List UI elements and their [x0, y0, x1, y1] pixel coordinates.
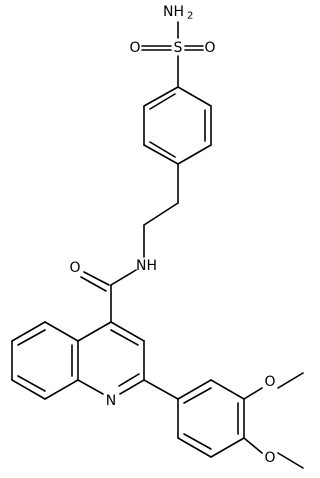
bond-q-1-inner [110, 329, 139, 346]
sulfonamide-nh2-label: NH [163, 4, 184, 20]
bond-b-4 [11, 379, 46, 400]
bond-q-1 [110, 321, 145, 342]
bond-b-2-inner [17, 329, 46, 346]
bond-b-2 [11, 321, 46, 342]
bond-ring-a-inner-2 [149, 141, 176, 158]
bond-nh-co [110, 269, 137, 286]
bonds [11, 21, 304, 469]
amide-nh-label: NH [136, 258, 157, 274]
bond-b-1 [44, 321, 79, 342]
bond-ring-a-3 [177, 144, 212, 165]
bond-ring-b-4 [210, 437, 245, 458]
sulfonyl-oxygen-left-label: O [129, 40, 140, 56]
sulfonyl-oxygen-right-label: O [204, 40, 215, 56]
methoxy-oxygen-top-label: O [264, 374, 275, 390]
bond-b-4-inner [17, 375, 46, 392]
bond-q-4 [77, 379, 104, 395]
bond-ring-b-2 [210, 379, 245, 400]
bond-aryl-o-bottom [243, 437, 263, 454]
amide-oxygen-label: O [69, 260, 80, 276]
bond-q-3-inner [118, 373, 140, 387]
methoxy-oxygen-bottom-label: O [264, 450, 275, 466]
bond-ring-a-inner-3 [149, 93, 176, 110]
bond-ch2-ch2 [143, 202, 179, 226]
bond-c-o-double [80, 276, 107, 292]
bond-ring-b-5 [177, 437, 212, 458]
bond-c-o [83, 271, 110, 286]
bond-ring-b-5-inner [183, 433, 212, 450]
bond-q-6 [77, 321, 112, 342]
bond-ring-a-6 [143, 86, 179, 107]
bond-ring-a-1 [177, 86, 212, 107]
atom-labels: NH 2 S O O NH O N O O [69, 4, 275, 466]
bond-ring-a-4 [143, 144, 179, 165]
bond-ring-b-1 [177, 379, 212, 400]
bond-o-ch3-top [277, 372, 304, 389]
bond-q-3 [119, 379, 145, 395]
sulfur-label: S [174, 40, 183, 56]
bond-aryl-o-top [243, 387, 263, 400]
bond-ring-b-1-inner [183, 387, 212, 404]
bond-o-ch3-bottom [277, 452, 304, 469]
bond-b-5 [44, 379, 79, 400]
sulfonamide-nh2-subscript: 2 [187, 11, 193, 22]
quinoline-nitrogen-label: N [106, 393, 116, 409]
bond-quinoline-aryl [143, 379, 179, 400]
